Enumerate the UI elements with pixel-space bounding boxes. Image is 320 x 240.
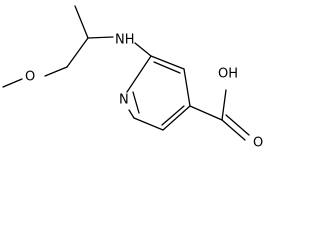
ring-bond-c2-c3 [150, 55, 185, 70]
bond-carboxyl-oh [221, 89, 227, 121]
pyridine-ring [126, 55, 191, 131]
ring-double-bond-c6-n [132, 91, 140, 114]
methoxy-oxygen-label: O [25, 70, 35, 85]
bond-methyl-o [2, 78, 23, 88]
carboxylic-acid-group [189, 89, 250, 141]
methoxypropyl-chain [2, 5, 114, 88]
bond-ring-carboxyl [189, 105, 223, 121]
ring-nitrogen-label: N [119, 93, 129, 108]
ring-bond-c6-n [128, 109, 135, 119]
amine-label: NH [115, 33, 135, 48]
ring-bond-c5-c6 [133, 117, 164, 131]
chemical-structure-diagram: O NH N OH O [2, 5, 263, 151]
acid-hydroxyl-label: OH [218, 67, 238, 82]
bond-nh-ring [134, 42, 152, 57]
ring-bond-n-c2 [126, 55, 152, 93]
bond-ch-methyl [74, 5, 89, 39]
ring-double-bond-c2-c3 [153, 61, 181, 74]
bond-ch2-ch [66, 37, 89, 68]
ring-double-bond-c4-c5 [161, 105, 185, 126]
ring-bond-c4-c5 [162, 105, 191, 131]
bond-carbonyl-b [225, 114, 250, 136]
bond-o-ch2 [44, 66, 68, 77]
carbonyl-oxygen-label: O [253, 136, 263, 151]
bond-carbonyl-a [221, 119, 246, 141]
bond-ch-nh [87, 36, 114, 39]
ring-bond-c3-c4 [183, 68, 191, 107]
